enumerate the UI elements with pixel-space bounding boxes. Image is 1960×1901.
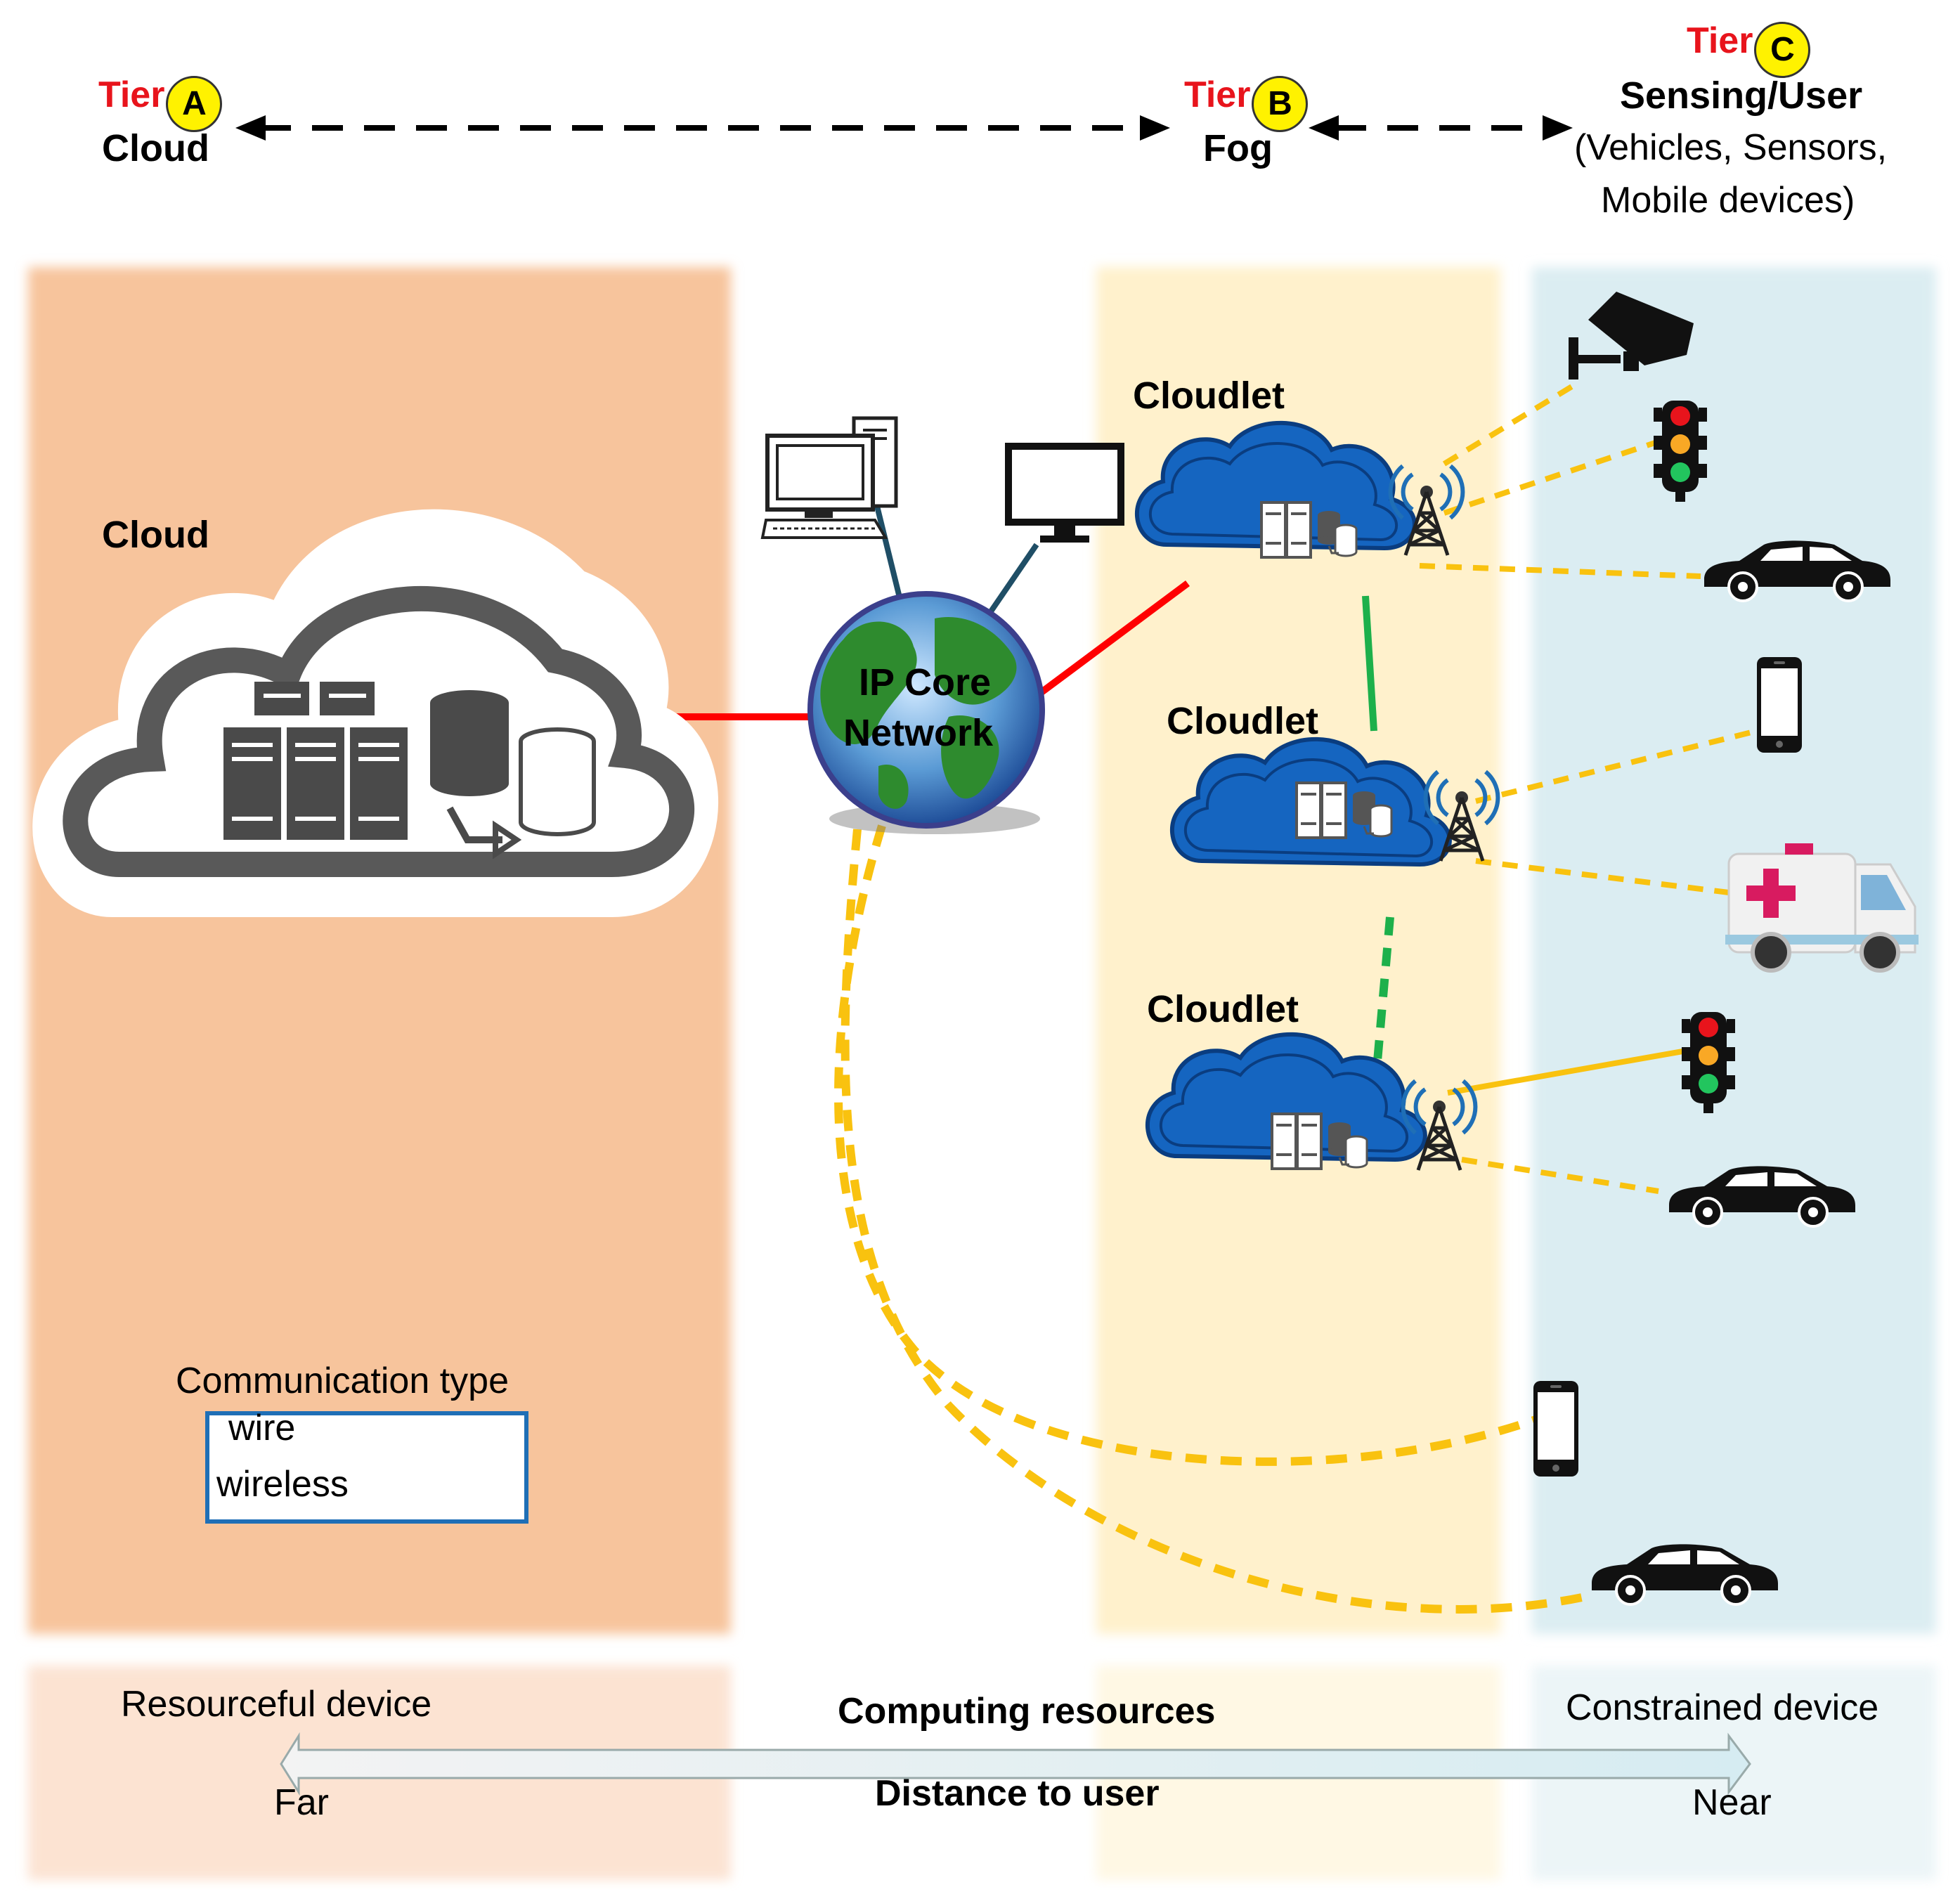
cloudlet3-light-wire bbox=[1447, 1048, 1687, 1096]
resourceful-device-label: Resourceful device bbox=[121, 1684, 432, 1725]
tier-b-badge: B bbox=[1252, 75, 1309, 132]
legend-wireless-label: wireless bbox=[216, 1464, 349, 1505]
tier-c-desc-line2: Mobile devices) bbox=[1601, 180, 1855, 221]
tier-c-desc-line1: (Vehicles, Sensors, bbox=[1574, 127, 1888, 168]
desktop-core-wire bbox=[872, 497, 902, 598]
cloudlet2-cloudlet3-wireless bbox=[1373, 916, 1394, 1062]
tier-a-word: Tier bbox=[98, 74, 165, 115]
data-center-cloud-icon bbox=[32, 509, 719, 917]
legend-box bbox=[205, 1411, 528, 1524]
cloudlet-1-label: Cloudlet bbox=[1133, 375, 1285, 417]
far-label: Far bbox=[274, 1782, 329, 1823]
ambulance-icon bbox=[1725, 843, 1919, 973]
tier-a-badge: A bbox=[166, 75, 223, 132]
core-car-wireless bbox=[841, 829, 1593, 1614]
tier-c-name: Sensing/User bbox=[1620, 74, 1863, 117]
cloudlet-3-label: Cloudlet bbox=[1147, 988, 1299, 1030]
computing-resources-label: Computing resources bbox=[838, 1691, 1216, 1732]
core-cloudlet1-wire bbox=[1039, 580, 1190, 696]
tier-a-name: Cloud bbox=[102, 127, 209, 169]
legend-wire-label: wire bbox=[228, 1408, 296, 1448]
legend-title: Communication type bbox=[176, 1361, 509, 1401]
cloud-label: Cloud bbox=[102, 514, 209, 556]
tier-a-b-arrow bbox=[235, 115, 1170, 141]
smartphone-icon bbox=[1533, 1381, 1578, 1477]
cloudlet-2-label: Cloudlet bbox=[1167, 700, 1318, 742]
desktop-computer-icon bbox=[760, 416, 898, 539]
cloud-zone bbox=[28, 267, 731, 1634]
cloudlet1-light-wireless bbox=[1443, 440, 1656, 516]
core-network-label-line1: IP Core bbox=[859, 661, 992, 703]
tier-b-word: Tier bbox=[1184, 74, 1251, 115]
globe-icon bbox=[807, 591, 1045, 834]
cloudlet2-phone-wireless bbox=[1475, 728, 1758, 804]
near-label: Near bbox=[1692, 1782, 1772, 1823]
core-network-label-line2: Network bbox=[843, 712, 994, 754]
tier-b-c-arrow bbox=[1309, 115, 1573, 141]
constrained-device-label: Constrained device bbox=[1566, 1687, 1879, 1728]
cloudlet3-car-wireless bbox=[1461, 1157, 1659, 1194]
cloudlet1-car-wireless bbox=[1419, 563, 1701, 579]
tier-b-name: Fog bbox=[1203, 127, 1273, 169]
monitor-icon bbox=[1005, 443, 1124, 543]
resource-distance-arrow bbox=[280, 1732, 1751, 1796]
smartphone-icon bbox=[1757, 657, 1802, 753]
tier-c-word: Tier bbox=[1687, 20, 1753, 61]
distance-to-user-label: Distance to user bbox=[875, 1773, 1160, 1814]
cloudlet1-cloudlet2-wire bbox=[1362, 595, 1377, 732]
monitor-core-wire bbox=[988, 543, 1039, 614]
cctv-camera-icon bbox=[1569, 292, 1694, 379]
tier-c-badge: C bbox=[1754, 21, 1811, 78]
